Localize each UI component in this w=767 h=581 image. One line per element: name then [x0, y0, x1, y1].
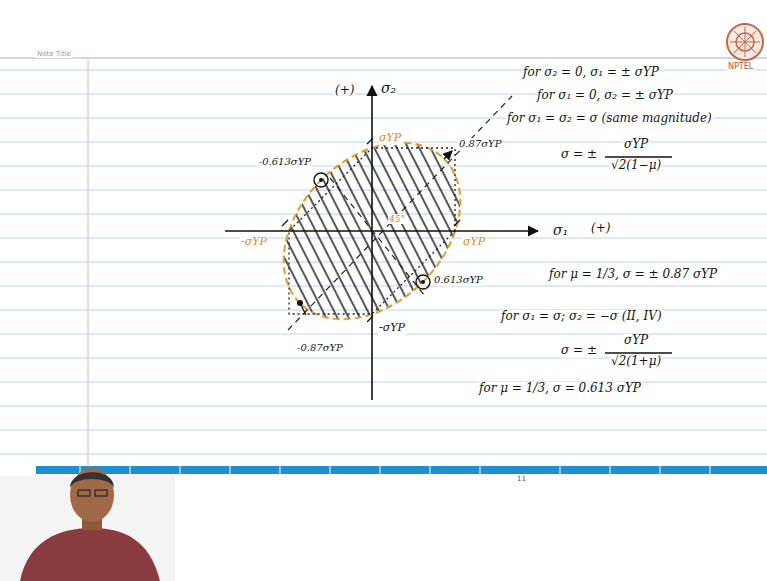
note-text: for μ = 1/3, σ = 0.613 σYP: [478, 382, 642, 396]
note-text: σ = ±: [560, 148, 598, 162]
point-marker: [314, 173, 328, 187]
presenter: [0, 468, 175, 581]
intercept-label: -σYP: [378, 322, 406, 335]
fraction-bar: [605, 352, 672, 353]
note-text: σYP: [623, 334, 649, 348]
header-rule: [0, 57, 767, 59]
angle-label: 45°: [388, 214, 406, 224]
note-text: √2(1−μ): [610, 159, 662, 173]
ruled-lines: [0, 70, 767, 454]
point-label: -0.613σYP: [258, 156, 312, 168]
axis-label: σ₁: [552, 222, 569, 238]
note-text: for σ₂ = 0, σ₁ = ± σYP: [522, 66, 660, 80]
nptel-logo: [727, 24, 763, 60]
note-text: for σ₁ = σ₂ = σ (same magnitude): [506, 112, 713, 126]
note-text: σ = ±: [560, 344, 598, 358]
note-text: for μ = 1/3, σ = ± 0.87 σYP: [548, 268, 718, 282]
sigma2-axis: [371, 86, 373, 400]
fraction-bar: [605, 156, 672, 157]
axis-label: σ₂: [380, 80, 397, 96]
leader-arrow: [444, 151, 452, 159]
slide-number: 11: [516, 475, 527, 483]
point-dot: [297, 300, 303, 306]
note-text: for σ₁ = 0, σ₂ = ± σYP: [536, 89, 674, 103]
note-text: for σ₁ = σ; σ₂ = −σ (II, IV): [500, 310, 663, 324]
note-title: Note Title: [36, 50, 72, 58]
diagonal-line: [288, 96, 512, 330]
axis-sign: (+): [590, 222, 611, 236]
axis-sign: (+): [334, 84, 355, 98]
bar-ticks: [80, 466, 710, 474]
slide-bar: [36, 466, 767, 474]
note-text: √2(1+μ): [610, 355, 662, 369]
intercept-label: σYP: [378, 132, 402, 145]
point-marker: [416, 275, 430, 289]
point-label: 0.613σYP: [433, 274, 484, 286]
diagonal-line: [330, 178, 425, 296]
point-label: -0.87σYP: [296, 342, 344, 354]
note-text: σYP: [623, 138, 649, 152]
margin-line: [88, 60, 89, 466]
point-dot: [319, 178, 323, 182]
point-dot: [421, 280, 425, 284]
intercept-label: σYP: [462, 236, 486, 249]
point-label: 0.87σYP: [458, 138, 502, 150]
logo-text: NPTEL: [727, 62, 754, 71]
intercept-label: -σYP: [240, 236, 268, 249]
